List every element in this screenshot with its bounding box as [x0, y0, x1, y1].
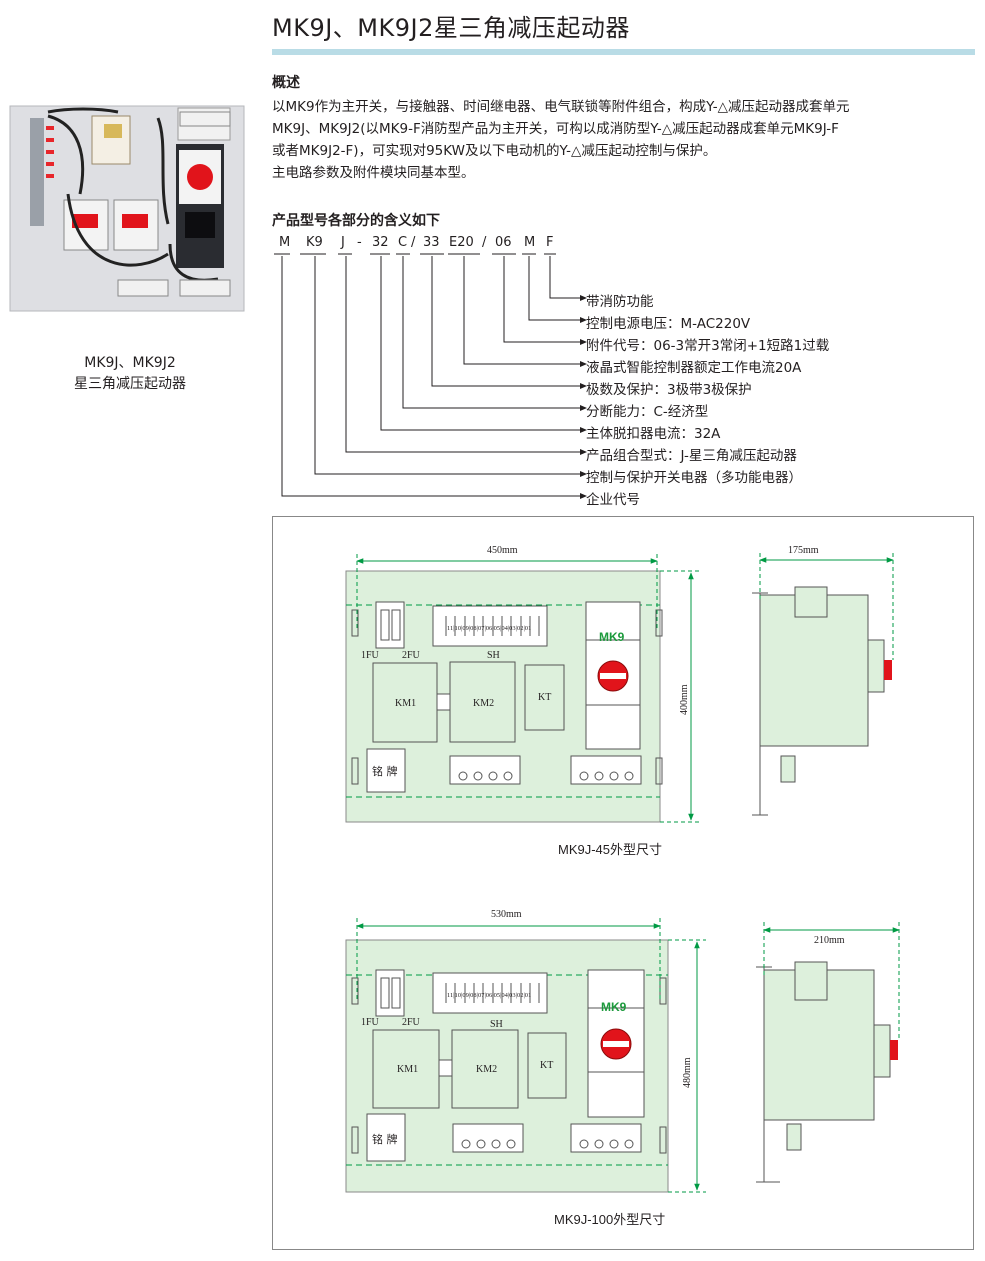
code-meaning: 产品组合型式：J-星三角减压起动器: [586, 448, 797, 464]
mk9j100-caption: MK9J-100外型尺寸: [554, 1212, 665, 1227]
mk9j100-height-label: 480mm: [682, 1057, 693, 1088]
nameplate-label: 铭 牌: [372, 1132, 398, 1146]
km2-label: KM2: [476, 1064, 497, 1075]
code-part: M: [524, 235, 536, 250]
code-part: 32: [372, 235, 389, 250]
code-meaning: 附件代号：06-3常开3常闭+1短路1过载: [586, 338, 830, 354]
code-part: 33: [423, 235, 440, 250]
model-code-leader-lines: [274, 253, 587, 499]
overview-line: MK9J、MK9J2(以MK9-F消防型产品为主开关，可构以成消防型Y-△减压起…: [272, 121, 839, 137]
code-part: K9: [306, 235, 323, 250]
code-meaning: 主体脱扣器电流：32A: [586, 426, 721, 442]
code-part: M: [279, 235, 291, 250]
model-code-heading: 产品型号各部分的含义如下: [272, 213, 440, 229]
code-meaning: 带消防功能: [586, 294, 654, 310]
code-part: /: [411, 235, 416, 250]
mk9j100-side-view: [756, 922, 900, 1183]
product-photo: [9, 105, 245, 312]
mk9j45-width-label: 450mm: [487, 545, 518, 556]
fuse1-label: 1FU: [361, 650, 380, 661]
mk9j45-height-label: 400mm: [679, 684, 690, 715]
fuse1-label: 1FU: [361, 1017, 380, 1028]
terminal-numbers: 11|10|09|08|07|06|05|04|03|02|01: [447, 625, 531, 632]
overview-heading: 概述: [272, 75, 300, 91]
code-part: C: [398, 235, 408, 250]
title-rule: [272, 49, 975, 55]
overview-line: 以MK9作为主开关，与接触器、时间继电器、电气联锁等附件组合，构成Y-△减压起动…: [272, 99, 850, 115]
dimension-drawings-frame: [272, 516, 974, 1250]
mk9-label: MK9: [601, 1000, 627, 1014]
photo-caption: MK9J、MK9J2 星三角减压起动器: [30, 353, 230, 395]
mk9j100-width-label: 530mm: [491, 909, 522, 920]
km1-label: KM1: [397, 1064, 418, 1075]
nameplate-label: 铭 牌: [372, 764, 398, 778]
overview-line: 或者MK9J2-F)，可实现对95KW及以下电动机的Y-△减压起动控制与保护。: [272, 143, 717, 159]
fuse2-label: 2FU: [402, 1017, 421, 1028]
sh-label: SH: [487, 650, 500, 661]
code-part: E20: [449, 235, 474, 250]
mk9j45-side-view: [752, 553, 894, 816]
code-part: 06: [495, 235, 512, 250]
photo-caption-line1: MK9J、MK9J2: [84, 355, 176, 371]
code-part: J: [341, 235, 345, 250]
mk9j45-caption: MK9J-45外型尺寸: [558, 842, 662, 857]
code-part: /: [482, 235, 487, 250]
terminal-numbers: 11|10|09|08|07|06|05|04|03|02|01: [447, 992, 531, 999]
mk9j45-depth-label: 175mm: [788, 545, 819, 556]
code-part: F: [546, 235, 554, 250]
code-meaning: 控制电源电压：M-AC220V: [586, 316, 751, 332]
overview-line: 主电路参数及附件模块同基本型。: [272, 165, 475, 181]
mk9-label: MK9: [599, 630, 625, 644]
code-meaning: 企业代号: [586, 492, 640, 508]
code-meaning: 控制与保护开关电器（多功能电器）: [586, 470, 802, 486]
mk9j100-front-view: [345, 918, 706, 1193]
sh-label: SH: [490, 1019, 503, 1030]
kt-label: KT: [540, 1060, 553, 1071]
mk9j100-depth-label: 210mm: [814, 935, 845, 946]
photo-caption-line2: 星三角减压起动器: [74, 376, 186, 392]
code-meaning: 极数及保护：3极带3极保护: [586, 382, 752, 398]
code-meaning: 液晶式智能控制器额定工作电流20A: [586, 360, 802, 376]
km2-label: KM2: [473, 698, 494, 709]
page-title: MK9J、MK9J2星三角减压起动器: [272, 14, 630, 42]
mk9j45-front-view: [345, 554, 700, 823]
fuse2-label: 2FU: [402, 650, 421, 661]
code-meaning: 分断能力：C-经济型: [586, 404, 709, 420]
code-part: -: [357, 235, 362, 250]
kt-label: KT: [538, 692, 551, 703]
km1-label: KM1: [395, 698, 416, 709]
